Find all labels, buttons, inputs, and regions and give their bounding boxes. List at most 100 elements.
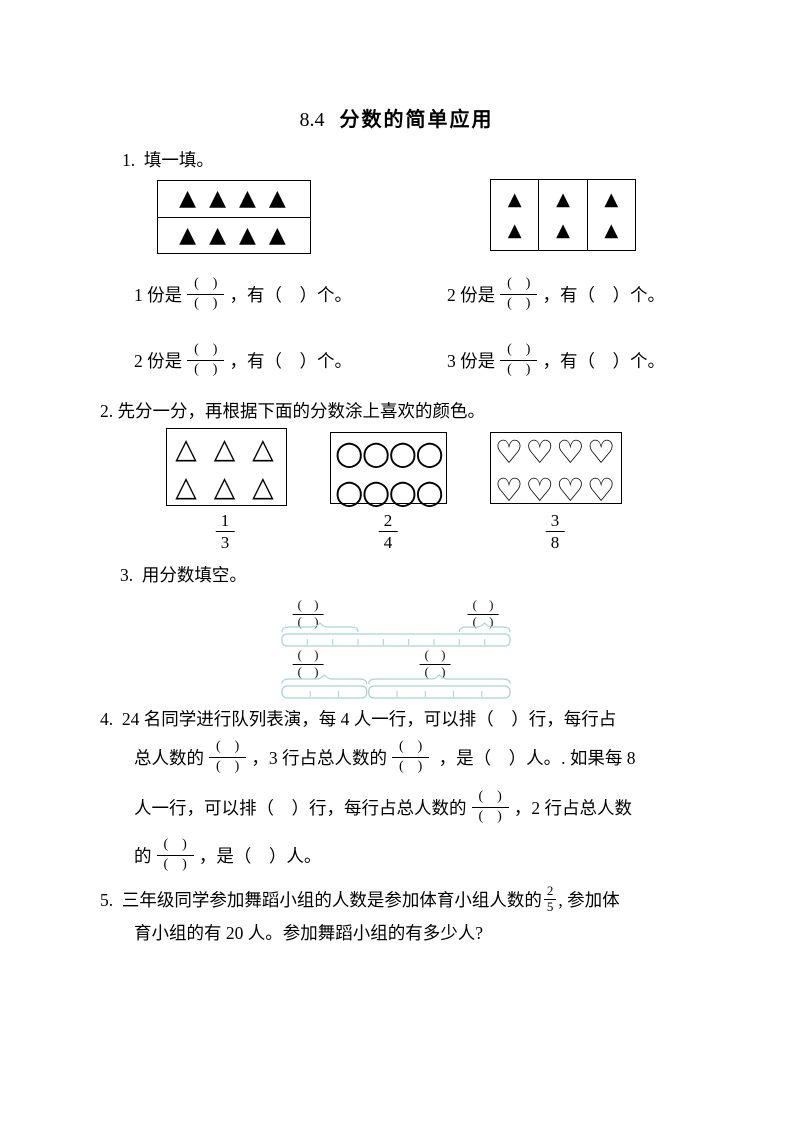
- q4-line3-text-a: 人一行，可以排（ ）行，每行占总人数的: [134, 797, 467, 818]
- q2-circle-box: ○○○○ ○○○○: [330, 432, 447, 511]
- filled-triangle-icon: ▲: [556, 189, 570, 211]
- q1-statement-3: 2 份是 ( ) ( ) ，有（ ）个。: [134, 334, 352, 386]
- fraction-blank: ( ) ( ): [209, 738, 247, 775]
- fraction-denominator: 5: [546, 898, 554, 914]
- q2-fraction-three-eighths: 3 8: [545, 511, 565, 554]
- fraction-blank-denominator: ( ): [424, 664, 446, 679]
- title-text: 分数的简单应用: [339, 109, 494, 131]
- fraction-blank-numerator: ( ): [500, 275, 538, 295]
- q1-statement-1: 1 份是 ( ) ( ) ，有（ ）个。: [134, 268, 352, 320]
- fraction-blank-denominator: ( ): [507, 361, 531, 377]
- statement-prefix: 2 份是: [134, 350, 183, 371]
- fraction-blank-numerator: ( ): [187, 341, 225, 361]
- q4-line-4: 的 ( ) ( ) ，是（ ）人。: [134, 830, 321, 880]
- q3-diagram2-middle-fraction-blank: ( ) ( ): [419, 648, 451, 680]
- q4-line2-text-c: ，是（ ）人。. 如果每 8: [434, 747, 636, 768]
- fraction-blank: ( ) ( ): [391, 738, 430, 775]
- triangle-column: ▲ ▲: [586, 180, 635, 250]
- fraction-denominator: 4: [383, 533, 393, 553]
- q2-heart-box: ♡♡♡♡ ♡♡♡♡: [490, 432, 622, 509]
- q4-line2-text-b: ，3 行占总人数的: [251, 747, 387, 768]
- fraction-blank-numerator: ( ): [467, 598, 499, 615]
- page-title: 8.4 分数的简单应用: [0, 103, 793, 132]
- q2-fraction-one-third: 1 3: [215, 511, 235, 554]
- filled-triangle-icon: ▲: [556, 219, 570, 241]
- fraction-numerator: 1: [215, 511, 235, 533]
- fraction-blank-numerator: ( ): [292, 648, 324, 665]
- statement-suffix: ，有（ ）个。: [229, 284, 352, 305]
- q3-label: 3. 用分数填空。: [120, 565, 247, 585]
- fraction-blank: ( ) ( ): [187, 341, 225, 378]
- filled-triangle-icon: ▲: [507, 189, 522, 211]
- q2-fraction-two-fourths: 2 4: [378, 511, 398, 554]
- fraction-blank-denominator: ( ): [194, 361, 218, 377]
- statement-prefix: 2 份是: [447, 284, 496, 305]
- statement-suffix: ，有（ ）个。: [229, 350, 352, 371]
- q4-line4-text-b: ，是（ ）人。: [198, 845, 322, 866]
- fraction-blank-numerator: ( ): [292, 598, 324, 615]
- fraction-blank: ( ) ( ): [187, 275, 225, 312]
- fraction-blank: ( ) ( ): [471, 788, 509, 825]
- outline-hearts-row: ♡♡♡♡: [494, 471, 618, 509]
- fraction-numerator: 3: [545, 511, 565, 533]
- outline-circles-row: ○○○○: [334, 433, 444, 472]
- q3-diagram2-left-fraction-blank: ( ) ( ): [292, 648, 324, 680]
- q4-line-1: 4. 24 名同学进行队列表演，每 4 人一行，可以排（ ）行，每行占: [100, 709, 617, 729]
- title-section-number: 8.4: [299, 109, 325, 131]
- fraction-blank-denominator: ( ): [163, 856, 187, 872]
- q3-diagram1-right-fraction-blank: ( ) ( ): [467, 598, 499, 630]
- filled-triangle-icon: ▲: [507, 219, 522, 241]
- q1-box-three-columns: ▲ ▲ ▲ ▲ ▲ ▲: [490, 179, 636, 251]
- q4-line-3: 人一行，可以排（ ）行，每行占总人数的 ( ) ( ) ，2 行占总人数: [134, 782, 632, 832]
- tape-diagram-2: [281, 674, 511, 699]
- fraction-blank-denominator: ( ): [297, 664, 319, 679]
- outline-triangles-row: △ △ △: [175, 469, 278, 503]
- triangle-column: ▲ ▲: [491, 180, 538, 250]
- fraction-numerator: 2: [543, 883, 557, 900]
- fraction-blank-numerator: ( ): [391, 738, 430, 758]
- fraction-blank-numerator: ( ): [209, 738, 247, 758]
- fraction-blank-numerator: ( ): [187, 275, 225, 295]
- fraction-blank: ( ) ( ): [500, 341, 538, 378]
- q4-line3-text-b: ，2 行占总人数: [513, 797, 632, 818]
- outline-circles-row: ○○○○: [334, 472, 444, 511]
- fraction-blank-numerator: ( ): [419, 648, 451, 665]
- fraction-denominator: 8: [550, 533, 560, 553]
- q1-box-two-rows: ▲ ▲ ▲ ▲ ▲ ▲ ▲ ▲: [157, 180, 311, 254]
- q1-statement-2: 2 份是 ( ) ( ) ，有（ ）个。: [447, 268, 665, 320]
- filled-triangle-icon: ▲: [604, 189, 619, 211]
- fraction-blank-denominator: ( ): [398, 758, 423, 774]
- outline-hearts-row: ♡♡♡♡: [494, 433, 618, 471]
- q5-fraction-two-fifths: 2 5: [543, 883, 557, 915]
- q5-line-2: 育小组的有 20 人。参加舞蹈小组的有多少人?: [134, 923, 484, 943]
- fraction-blank-denominator: ( ): [478, 808, 502, 824]
- fraction-blank-denominator: ( ): [472, 614, 494, 629]
- q1-statement-4: 3 份是 ( ) ( ) ，有（ ）个。: [447, 334, 665, 386]
- tape-diagram-1: [281, 622, 511, 647]
- filled-triangles-row: ▲ ▲ ▲ ▲: [158, 216, 310, 254]
- fraction-blank: ( ) ( ): [500, 275, 538, 312]
- q4-line2-text-a: 总人数的: [134, 747, 204, 768]
- q3-diagram1-left-fraction-blank: ( ) ( ): [292, 598, 324, 630]
- fraction-blank: ( ) ( ): [156, 836, 194, 873]
- fraction-blank-denominator: ( ): [507, 295, 531, 311]
- fraction-blank-denominator: ( ): [297, 614, 319, 629]
- q5-line-1: 5. 三年级同学参加舞蹈小组的人数是参加体育小组人数的 2 5 , 参加体: [100, 878, 620, 920]
- q1-label: 1. 填一填。: [122, 150, 214, 170]
- q2-label: 2. 先分一分，再根据下面的分数涂上喜欢的颜色。: [100, 401, 485, 421]
- q4-line-2: 总人数的 ( ) ( ) ，3 行占总人数的 ( ) ( ) ，是（ ）人。. …: [134, 732, 636, 782]
- fraction-denominator: 3: [220, 533, 230, 553]
- fraction-blank-denominator: ( ): [216, 758, 240, 774]
- fraction-numerator: 2: [378, 511, 398, 533]
- statement-suffix: ，有（ ）个。: [542, 284, 665, 305]
- statement-suffix: ，有（ ）个。: [542, 350, 665, 371]
- q5-line1-text-a: 5. 三年级同学参加舞蹈小组的人数是参加体育小组人数的: [100, 889, 542, 910]
- statement-prefix: 1 份是: [134, 284, 183, 305]
- fraction-blank-numerator: ( ): [156, 836, 194, 856]
- statement-prefix: 3 份是: [447, 350, 496, 371]
- triangle-column: ▲ ▲: [538, 180, 586, 250]
- filled-triangles-row: ▲ ▲ ▲ ▲: [179, 186, 289, 212]
- fraction-blank-denominator: ( ): [194, 295, 218, 311]
- filled-triangle-icon: ▲: [604, 219, 619, 241]
